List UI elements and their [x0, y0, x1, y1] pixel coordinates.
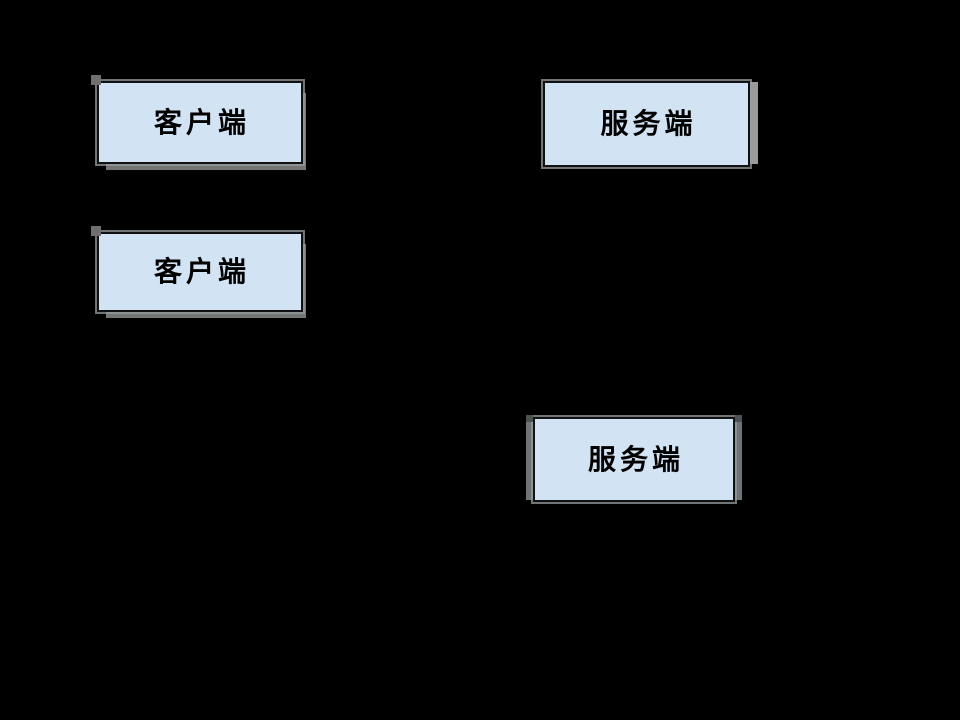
node-client-top: 客户端 [91, 75, 303, 164]
node-label: 客户端 [153, 105, 250, 139]
node-label: 服务端 [600, 107, 697, 140]
node-label: 服务端 [587, 442, 684, 476]
node-label: 客户端 [153, 255, 250, 288]
node-server-bottom: 服务端 [526, 415, 742, 502]
node-server-top: 服务端 [543, 81, 750, 167]
node-client-bottom: 客户端 [91, 226, 303, 312]
